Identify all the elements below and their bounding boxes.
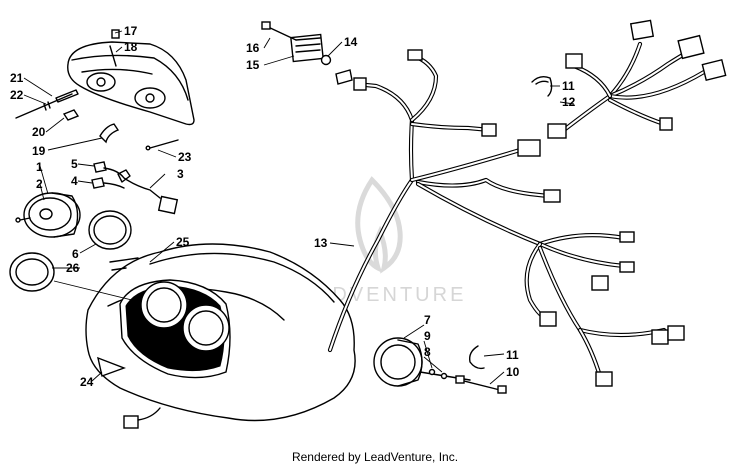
tachometer-assembly (373, 337, 507, 394)
callout-11-grommet: 11 (562, 79, 575, 93)
callout-14: 14 (344, 35, 358, 49)
callout-numbers: 1 2 3 4 5 6 7 8 9 10 11 11 12 13 14 15 1… (10, 24, 576, 389)
callout-16: 16 (246, 41, 260, 55)
callout-12: 12 (562, 95, 576, 109)
headlight-screw-17 (111, 29, 120, 39)
rendered-by-credit: Rendered by LeadVenture, Inc. (291, 450, 459, 464)
callout-23: 23 (178, 150, 192, 164)
hood-panel (85, 243, 356, 429)
headlight-sub-harness (531, 19, 727, 139)
callout-19: 19 (32, 144, 46, 158)
callout-leaders (23, 30, 575, 385)
callout-24: 24 (80, 375, 94, 389)
callout-8: 8 (424, 345, 431, 359)
voltage-regulator (261, 21, 353, 85)
callout-18: 18 (124, 40, 138, 54)
callout-5: 5 (71, 157, 78, 171)
headlight-assembly (15, 29, 195, 151)
callout-9: 9 (424, 329, 431, 343)
callout-1: 1 (36, 160, 43, 174)
callout-4: 4 (71, 174, 78, 188)
callout-10: 10 (506, 365, 520, 379)
callout-11-tach: 11 (506, 348, 519, 362)
callout-26: 26 (66, 261, 80, 275)
callout-22: 22 (10, 88, 24, 102)
callout-20: 20 (32, 125, 46, 139)
callout-6: 6 (72, 247, 79, 261)
callout-2: 2 (36, 177, 43, 191)
callout-15: 15 (246, 58, 260, 72)
callout-17: 17 (124, 24, 138, 38)
speedometer-assembly (9, 161, 179, 292)
callout-13: 13 (314, 236, 328, 250)
callout-21: 21 (10, 71, 24, 85)
callout-3: 3 (177, 167, 184, 181)
callout-25: 25 (176, 235, 190, 249)
callout-7: 7 (424, 313, 431, 327)
main-wiring-harness (327, 49, 685, 387)
